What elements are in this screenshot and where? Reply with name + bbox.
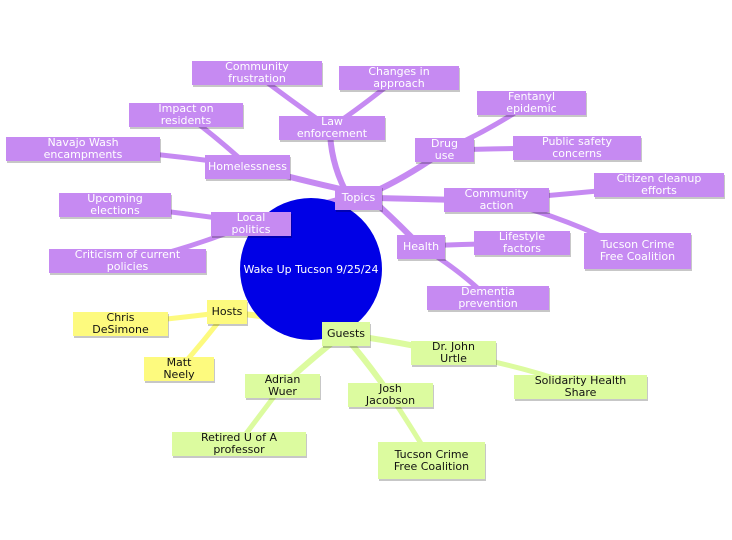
josh-jacobson-label: Josh Jacobson [365, 382, 416, 407]
matt-neely-label: Matt Neely [163, 356, 195, 381]
topic-lifestyle-factors[interactable]: Lifestyle factors [474, 231, 570, 255]
drug-use-label: Drug use [431, 137, 458, 162]
topic-impact-on-residents[interactable]: Impact on residents [129, 103, 243, 127]
guests-label: Guests [326, 327, 366, 340]
topic-citizen-cleanup[interactable]: Citizen cleanup efforts [594, 173, 724, 197]
topics-label: Topics [341, 191, 376, 204]
central-topic-label: Wake Up Tucson 9/25/24 [243, 262, 379, 276]
retired-professor-label: Retired U of A professor [201, 431, 277, 456]
host-matt-neely[interactable]: Matt Neely [144, 357, 214, 381]
changes-in-approach-label: Changes in approach [368, 65, 430, 90]
topic-public-safety[interactable]: Public safety concerns [513, 136, 641, 160]
topic-health[interactable]: Health [397, 235, 445, 259]
topic-law-enforcement[interactable]: Law enforcement [279, 116, 385, 140]
topic-criticism[interactable]: Criticism of current policies [49, 249, 206, 273]
topic-community-frustration[interactable]: Community frustration [192, 61, 322, 85]
citizen-cleanup-label: Citizen cleanup efforts [616, 172, 702, 197]
guest-josh-jacobson[interactable]: Josh Jacobson [348, 383, 433, 407]
local-politics-label: Local politics [231, 211, 271, 236]
crime-free-coalition-label: Tucson Crime Free Coalition [599, 238, 676, 263]
topic-local-politics[interactable]: Local politics [211, 212, 291, 236]
guest-coalition-label: Tucson Crime Free Coalition [393, 447, 470, 473]
community-action-label: Community action [464, 187, 529, 212]
homelessness-label: Homelessness [208, 160, 287, 173]
guest-john-urtle[interactable]: Dr. John Urtle [411, 341, 496, 365]
topic-fentanyl[interactable]: Fentanyl epidemic [477, 91, 586, 115]
impact-on-residents-label: Impact on residents [158, 102, 214, 127]
health-label: Health [402, 240, 440, 253]
host-chris-desimone[interactable]: Chris DeSimone [73, 312, 168, 336]
topic-guests[interactable]: Guests [322, 322, 370, 346]
topic-community-action[interactable]: Community action [444, 188, 549, 212]
chris-desimone-label: Chris DeSimone [92, 311, 149, 336]
hosts-label: Hosts [211, 305, 243, 318]
topic-topics[interactable]: Topics [335, 186, 382, 210]
upcoming-elections-label: Upcoming elections [87, 192, 143, 217]
topic-crime-free-coalition[interactable]: Tucson Crime Free Coalition [584, 233, 691, 269]
topic-upcoming-elections[interactable]: Upcoming elections [59, 193, 171, 217]
guest-adrian-wuer[interactable]: Adrian Wuer [245, 374, 320, 398]
topic-dementia-prevention[interactable]: Dementia prevention [427, 286, 549, 310]
topic-navajo-wash[interactable]: Navajo Wash encampments [6, 137, 160, 161]
community-frustration-label: Community frustration [225, 60, 289, 85]
criticism-label: Criticism of current policies [74, 248, 181, 273]
guest-retired-professor[interactable]: Retired U of A professor [172, 432, 306, 456]
public-safety-label: Public safety concerns [542, 135, 612, 160]
navajo-wash-label: Navajo Wash encampments [43, 136, 123, 161]
topic-changes-in-approach[interactable]: Changes in approach [339, 66, 459, 90]
topic-drug-use[interactable]: Drug use [415, 138, 474, 162]
adrian-wuer-label: Adrian Wuer [264, 373, 301, 398]
solidarity-health-share-label: Solidarity Health Share [534, 374, 627, 399]
lifestyle-factors-label: Lifestyle factors [498, 230, 546, 255]
law-enforcement-label: Law enforcement [296, 115, 368, 140]
guest-crime-free-coalition[interactable]: Tucson Crime Free Coalition [378, 442, 485, 479]
topic-homelessness[interactable]: Homelessness [205, 155, 290, 179]
dementia-prevention-label: Dementia prevention [458, 285, 518, 310]
topic-hosts[interactable]: Hosts [207, 300, 247, 324]
guest-solidarity-health-share[interactable]: Solidarity Health Share [514, 375, 647, 399]
fentanyl-label: Fentanyl epidemic [506, 90, 557, 115]
john-urtle-label: Dr. John Urtle [432, 340, 475, 365]
